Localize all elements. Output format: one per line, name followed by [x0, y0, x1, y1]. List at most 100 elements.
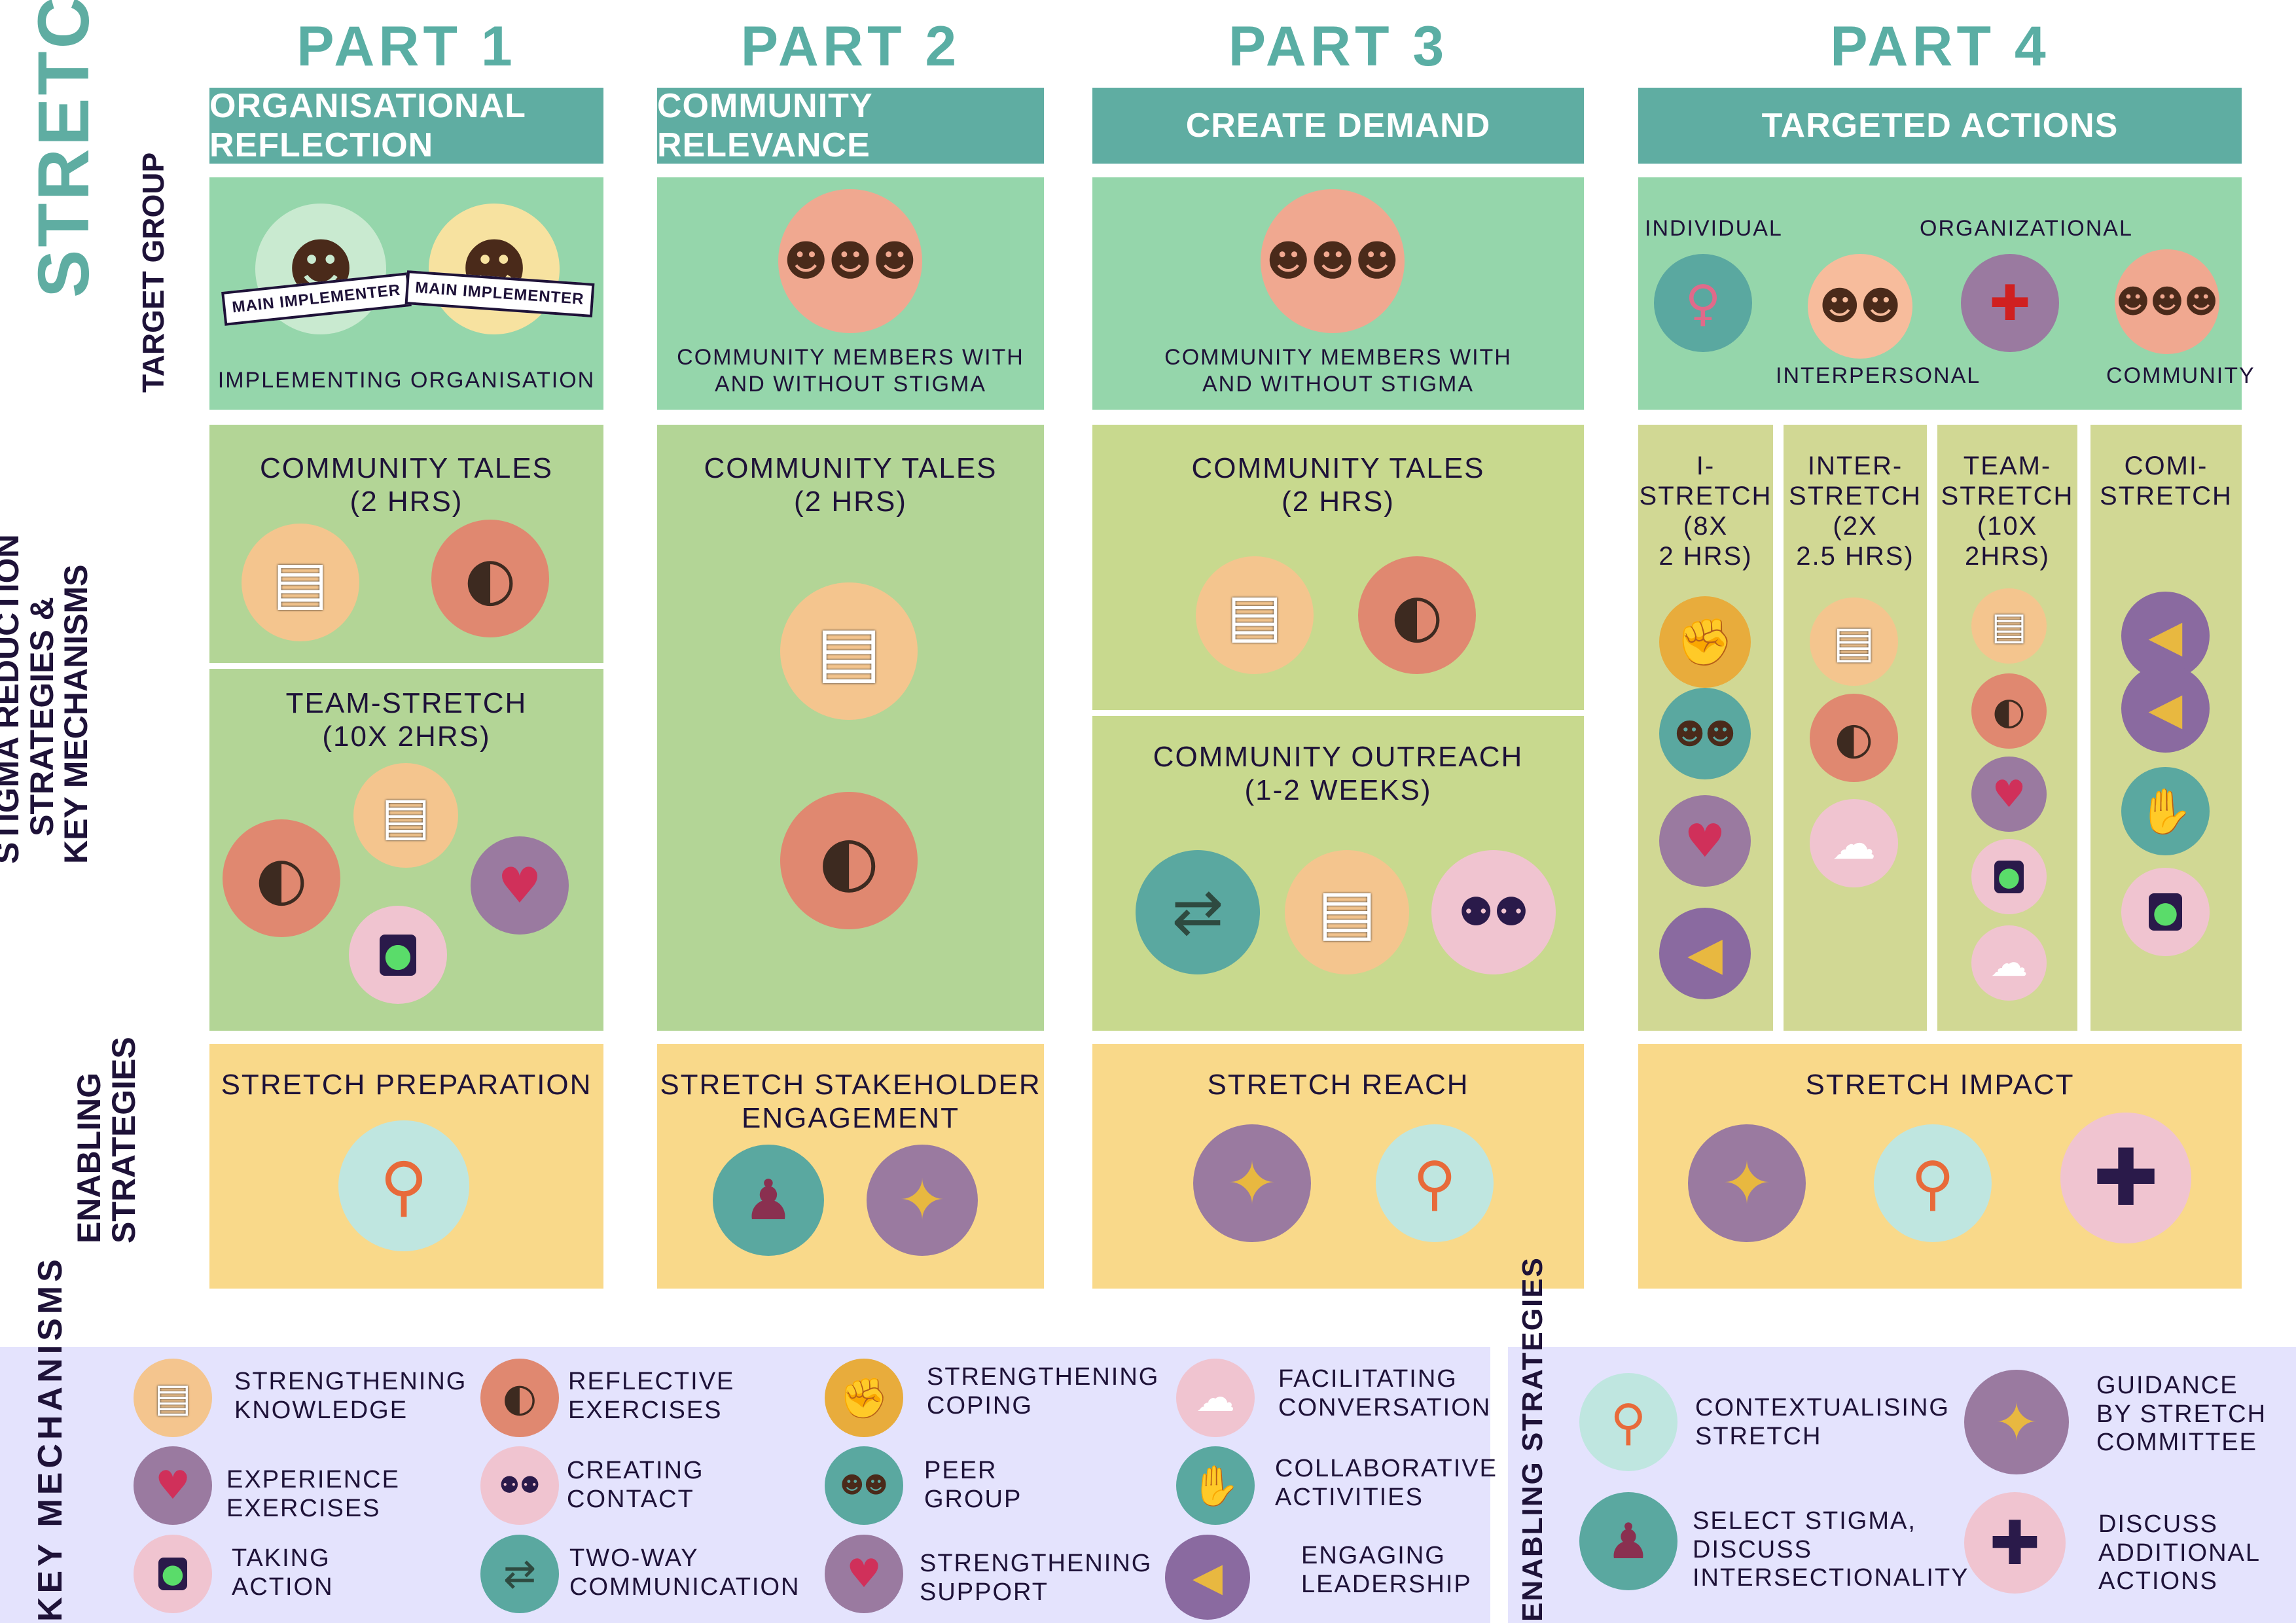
part-4-enabling: STRETCH IMPACT — [1638, 1044, 2242, 1289]
level-organizational: ORGANIZATIONAL — [1920, 216, 2133, 241]
legend-label: STRENGTHENING COPING — [927, 1363, 1160, 1419]
part-1-community-tales: COMMUNITY TALES (2 HRS) — [209, 425, 603, 663]
part-3-community-tales: COMMUNITY TALES (2 HRS) — [1092, 425, 1584, 710]
part-2-target-group: COMMUNITY MEMBERS WITH AND WITHOUT STIGM… — [657, 177, 1044, 410]
creating-contact-icon — [480, 1446, 559, 1525]
legend-label: GUIDANCE BY STRETCH COMMITTEE — [2096, 1372, 2267, 1457]
organizational-icon — [1961, 254, 2059, 352]
engaging-leadership-icon — [1659, 908, 1751, 999]
strengthening-coping-icon — [1659, 596, 1751, 688]
strategy-title: TEAM- STRETCH (10X 2HRS) — [1941, 452, 2074, 571]
stretch-title: STRETCH — [24, 0, 104, 298]
contextualising-stretch-icon — [1376, 1124, 1494, 1242]
legend-label: DISCUSS ADDITIONAL ACTIONS — [2098, 1510, 2261, 1596]
legend-label: STRENGTHENING SUPPORT — [920, 1550, 1153, 1606]
part-1-target-group: MAIN IMPLEMENTER MAIN IMPLEMENTER IMPLEM… — [209, 177, 603, 410]
part-4-team-stretch: TEAM- STRETCH (10X 2HRS) — [1937, 425, 2077, 1031]
strengthening-coping-icon — [825, 1359, 903, 1437]
key-mechanisms-legend: KEY MECHANISMS STRENGTHENING KNOWLEDGE R… — [0, 1255, 1496, 1623]
contextualising-stretch-icon — [338, 1120, 469, 1251]
legend-label: FACILITATING CONVERSATION — [1278, 1365, 1492, 1421]
engaging-leadership-icon — [1165, 1535, 1250, 1620]
facilitating-conversation-icon — [1176, 1359, 1255, 1437]
legend-label: TAKING ACTION — [232, 1544, 334, 1601]
legend-label: STRENGTHENING KNOWLEDGE — [234, 1368, 467, 1424]
legend-label: SELECT STIGMA, DISCUSS INTERSECTIONALITY — [1693, 1507, 1969, 1592]
part-2-enabling: STRETCH STAKEHOLDER ENGAGEMENT — [657, 1044, 1044, 1289]
target-label: COMMUNITY MEMBERS WITH AND WITHOUT STIGM… — [677, 345, 1024, 397]
enabling-strategies-legend: ENABLING STRATEGIES CONTEXTUALISING STRE… — [1508, 1257, 2296, 1623]
discuss-additional-actions-icon — [1964, 1492, 2066, 1594]
main-implementer-banner: MAIN IMPLEMENTER — [404, 270, 595, 317]
collaborative-activities-icon — [1176, 1446, 1255, 1525]
strengthening-knowledge-icon — [353, 763, 458, 868]
part-1-team-stretch: TEAM-STRETCH (10X 2HRS) — [209, 669, 603, 1031]
implementer-illustration — [429, 204, 560, 334]
collaborative-activities-icon — [2121, 767, 2210, 855]
enabling-title: STRETCH IMPACT — [1805, 1069, 2075, 1101]
part-4-header: TARGETED ACTIONS — [1638, 88, 2242, 164]
peer-group-icon — [1659, 688, 1751, 779]
strategy-title: COMMUNITY TALES (2 HRS) — [1191, 452, 1485, 518]
reflective-exercises-icon — [1358, 556, 1476, 674]
experience-exercises-icon — [134, 1446, 212, 1525]
facilitating-conversation-icon — [1971, 925, 2047, 1001]
target-label: COMMUNITY MEMBERS WITH AND WITHOUT STIGM… — [1164, 345, 1512, 397]
key-mechanisms-title: KEY MECHANISMS — [31, 1255, 69, 1622]
row-label-stigma-reduction: STIGMA REDUCTION STRATEGIES & KEY MECHAN… — [0, 534, 94, 864]
community-icon — [2115, 249, 2219, 354]
peer-group-icon — [825, 1446, 903, 1525]
strengthening-support-icon — [825, 1535, 903, 1613]
strengthening-knowledge-icon — [1196, 556, 1314, 674]
part-3-header: CREATE DEMAND — [1092, 88, 1584, 164]
part-4-target-group: INDIVIDUAL ORGANIZATIONAL INTERPERSONAL … — [1638, 177, 2254, 410]
row-label-enabling: ENABLING STRATEGIES — [71, 1037, 142, 1243]
part-4-inter-stretch: INTER- STRETCH (2X 2.5 HRS) — [1784, 425, 1927, 1031]
reflective-exercises-icon — [1810, 694, 1898, 782]
target-label: IMPLEMENTING ORGANISATION — [217, 368, 596, 393]
part-1-header: ORGANISATIONAL REFLECTION — [209, 87, 603, 164]
strategy-title: COMI- STRETCH — [2100, 452, 2233, 510]
strengthening-knowledge-icon — [1285, 850, 1409, 974]
level-individual: INDIVIDUAL — [1645, 216, 1783, 241]
two-way-communication-icon — [480, 1535, 559, 1613]
guidance-committee-icon — [1688, 1124, 1806, 1242]
contextualising-stretch-icon — [1874, 1124, 1992, 1242]
community-members-illustration — [1261, 189, 1405, 333]
taking-action-icon — [1971, 839, 2047, 914]
legend-label: PEER GROUP — [924, 1457, 1022, 1513]
part-2-title: PART 2 — [740, 15, 961, 78]
part-1-title: PART 1 — [296, 15, 516, 78]
part-3-enabling: STRETCH REACH — [1092, 1044, 1584, 1289]
two-way-communication-icon — [1136, 850, 1260, 974]
reflective-exercises-icon — [780, 792, 918, 929]
engaging-leadership-icon — [2121, 664, 2210, 753]
strengthening-knowledge-icon — [242, 524, 359, 641]
strengthening-support-icon — [1659, 795, 1751, 887]
strategy-title: COMMUNITY TALES (2 HRS) — [704, 452, 997, 518]
reflective-exercises-icon — [480, 1359, 559, 1437]
level-interpersonal: INTERPERSONAL — [1776, 363, 1981, 388]
legend-label: CONTEXTUALISING STRETCH — [1695, 1394, 1950, 1450]
taking-action-icon — [2121, 868, 2210, 956]
legend-label: REFLECTIVE EXERCISES — [568, 1368, 735, 1424]
select-stigma-icon — [1579, 1492, 1677, 1590]
level-community: COMMUNITY — [2106, 363, 2255, 388]
enabling-title: STRETCH REACH — [1207, 1069, 1469, 1101]
reflective-exercises-icon — [431, 520, 549, 637]
part-2-community-tales: COMMUNITY TALES (2 HRS) — [657, 425, 1044, 1031]
taking-action-icon — [349, 906, 447, 1004]
legend-label: COLLABORATIVE ACTIVITIES — [1275, 1455, 1498, 1511]
interpersonal-icon — [1808, 254, 1912, 359]
select-stigma-icon — [713, 1145, 824, 1256]
strategy-title: I- STRETCH (8X 2 HRS) — [1639, 452, 1772, 571]
legend-label: TWO-WAY COMMUNICATION — [569, 1544, 800, 1601]
strategy-title: COMMUNITY TALES (2 HRS) — [259, 452, 554, 518]
taking-action-icon — [134, 1535, 212, 1613]
reflective-exercises-icon — [223, 819, 340, 937]
strategy-title: COMMUNITY OUTREACH (1-2 WEEKS) — [1153, 741, 1524, 806]
strategy-title: TEAM-STRETCH (10X 2HRS) — [285, 687, 528, 753]
guidance-committee-icon — [867, 1145, 978, 1256]
guidance-committee-icon — [1964, 1370, 2069, 1474]
experience-exercises-icon — [1971, 757, 2047, 832]
